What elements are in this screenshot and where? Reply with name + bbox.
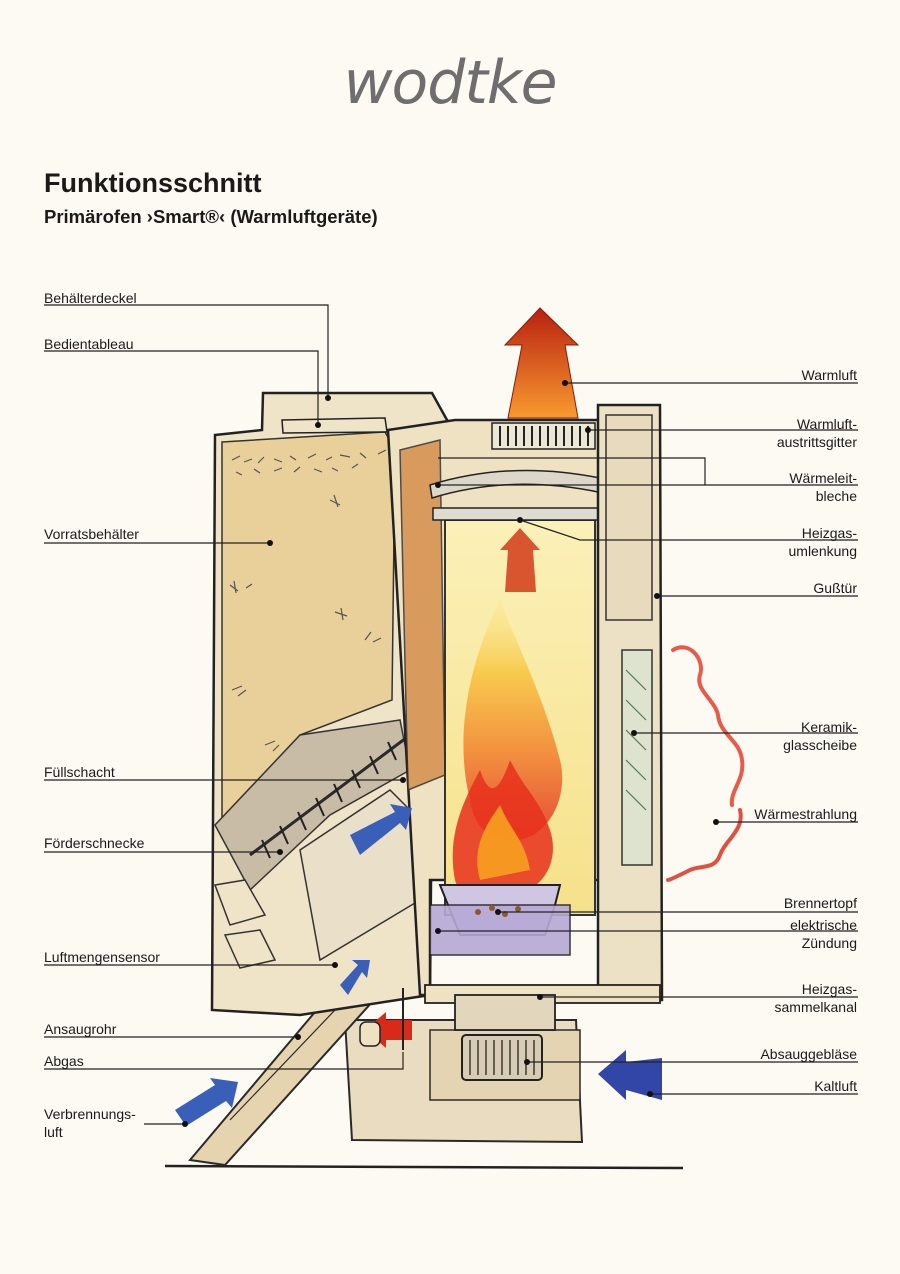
combustion-air-arrow — [175, 1078, 238, 1126]
label-sammelkanal-2: sammelkanal — [774, 999, 857, 1015]
label-zuendung-1: elektrische — [790, 917, 857, 933]
label-keramik-2: glasscheibe — [783, 737, 857, 753]
label-bedientableau: Bedientableau — [44, 336, 134, 352]
ceramic-glass — [621, 649, 653, 866]
label-waermeleit-1: Wärmeleit- — [789, 470, 857, 486]
label-behaelterdeckel: Behälterdeckel — [44, 290, 137, 306]
label-luftmengensensor: Luftmengensensor — [44, 949, 160, 965]
floor-line — [164, 1164, 684, 1170]
label-umlenkung-2: umlenkung — [788, 543, 858, 559]
label-kaltluft: Kaltluft — [814, 1078, 857, 1094]
label-keramik-1: Keramik- — [800, 719, 857, 735]
heat-radiation-top — [671, 645, 745, 807]
flame-upper — [463, 600, 563, 840]
outlet-grille — [491, 422, 596, 450]
label-sammelkanal-1: Heizgas- — [801, 981, 857, 997]
label-umlenkung-1: Heizgas- — [801, 525, 857, 541]
label-waermeleit-2: bleche — [815, 488, 857, 504]
label-waermestrahlung: Wärmestrahlung — [754, 806, 857, 822]
label-ansaugrohr: Ansaugrohr — [44, 1021, 117, 1037]
label-austritt-2: austrittsgitter — [776, 434, 857, 450]
label-foerderschnecke: Förderschnecke — [44, 835, 145, 851]
feed-auger — [249, 733, 411, 857]
label-abgas: Abgas — [44, 1053, 84, 1069]
brand-logo: wodtke — [343, 48, 557, 118]
heat-radiation-bottom — [666, 808, 743, 882]
page-subtitle: Primärofen ›Smart®‹ (Warmluftgeräte) — [44, 206, 378, 227]
label-austritt-1: Warmluft- — [796, 416, 857, 432]
label-gusstuer: Gußtür — [813, 580, 857, 596]
flue-gas-arrow — [500, 528, 540, 592]
label-absauggeblaese: Absauggebläse — [760, 1046, 857, 1062]
label-vorratsbehaelter: Vorratsbehälter — [44, 526, 139, 542]
inner-air-arrow — [350, 804, 412, 855]
label-zuendung-2: Zündung — [801, 935, 857, 951]
label-warmluft: Warmluft — [801, 367, 857, 383]
label-fuellschacht: Füllschacht — [44, 764, 115, 780]
label-brennertopf: Brennertopf — [783, 895, 857, 911]
label-verbrennungsluft-2: luft — [44, 1124, 63, 1140]
warm-air-arrow — [503, 307, 580, 419]
page-title: Funktionsschnitt — [44, 168, 262, 198]
label-verbrennungsluft-1: Verbrennungs- — [44, 1106, 136, 1122]
